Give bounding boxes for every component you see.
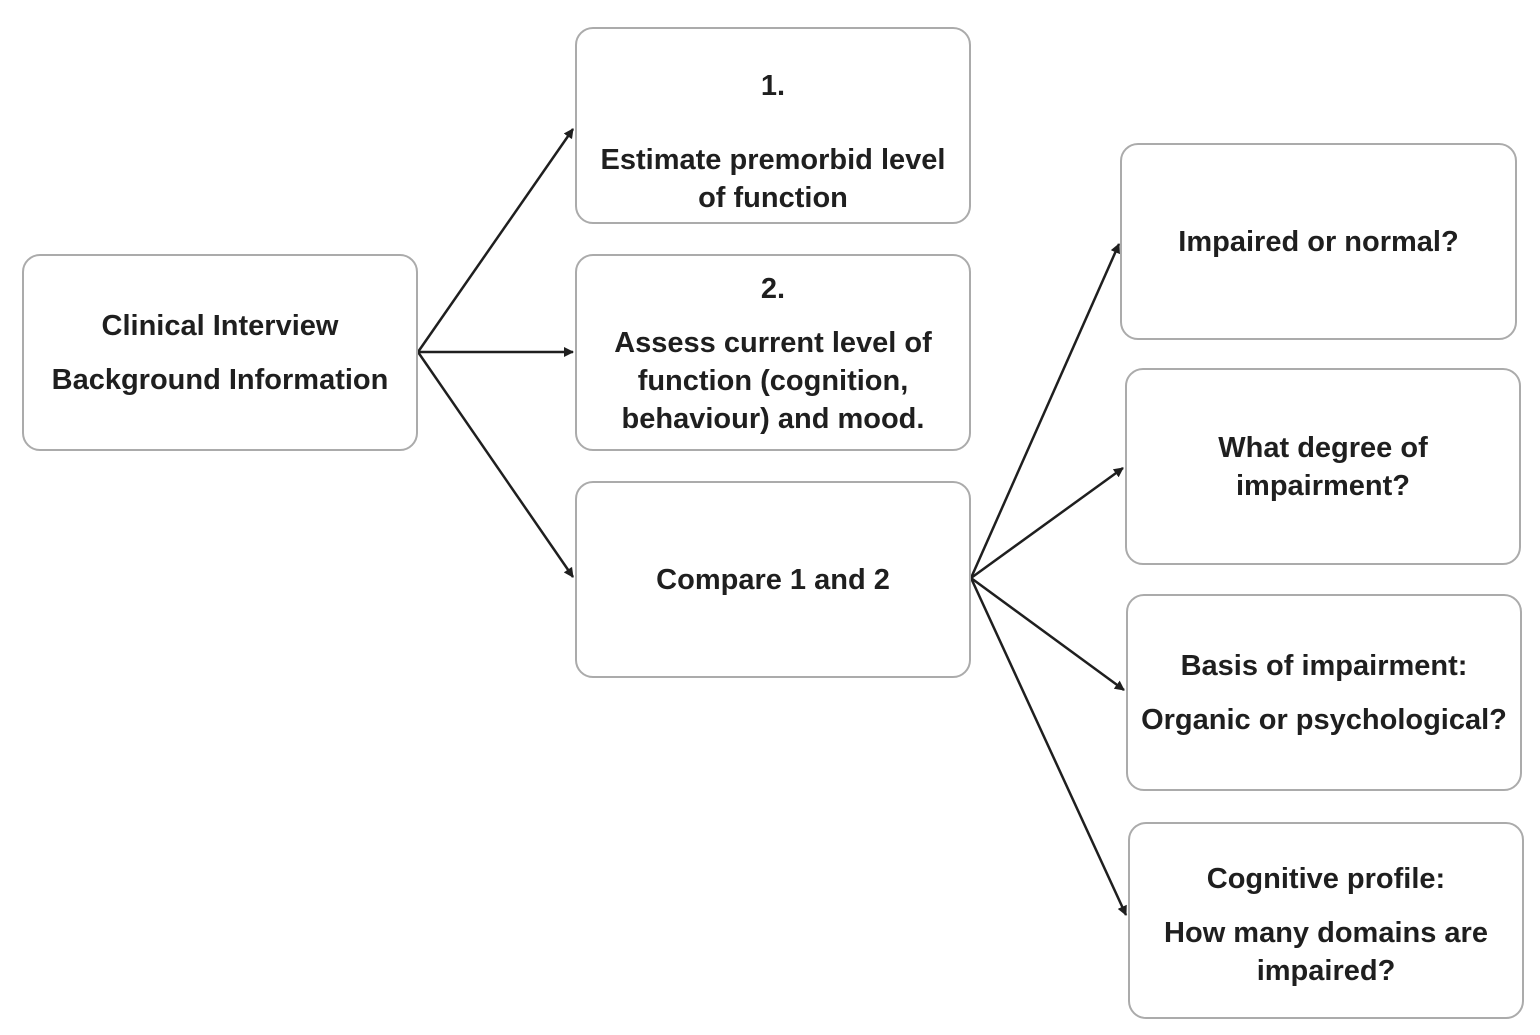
node-estimate-body: Estimate premorbid level of function (601, 141, 946, 217)
node-assess-number: 2. (760, 273, 786, 305)
node-assess-line2: function (cognition, (637, 365, 909, 397)
node-assess-current: 2. Assess current level of function (cog… (575, 254, 971, 451)
node-cognitive-profile: Cognitive profile: How many domains are … (1128, 822, 1524, 1019)
node-impaired-line1: Impaired or normal? (1178, 225, 1459, 258)
arrow-clinical-to-estimate (416, 128, 575, 353)
node-estimate-line1: Estimate premorbid level (600, 144, 946, 176)
node-compare-line1: Compare 1 and 2 (656, 563, 890, 596)
node-basis-of-impairment: Basis of impairment: Organic or psycholo… (1126, 594, 1522, 791)
node-assess-line3: behaviour) and mood. (621, 403, 925, 435)
node-estimate-premorbid: 1. Estimate premorbid level of function (575, 27, 971, 224)
node-estimate-number: 1. (760, 70, 786, 102)
arrow-compare-to-basis (970, 576, 1125, 692)
node-cognitive-line2: How many domains are (1164, 916, 1488, 949)
arrow-clinical-to-compare (416, 351, 575, 578)
node-compare: Compare 1 and 2 (575, 481, 971, 678)
node-cognitive-line1: Cognitive profile: (1206, 862, 1446, 895)
node-degree-of-impairment: What degree of impairment? (1125, 368, 1521, 565)
node-assess-line1: Assess current level of (614, 327, 932, 359)
arrow-compare-to-impaired (969, 243, 1121, 579)
node-cognitive-line3: impaired? (1256, 954, 1396, 987)
node-clinical-interview: Clinical Interview Background Informatio… (22, 254, 418, 451)
node-degree-line1: What degree of (1218, 431, 1428, 464)
node-clinical-line1: Clinical Interview (101, 309, 339, 342)
node-clinical-line2: Background Information (51, 363, 389, 396)
node-impaired-or-normal: Impaired or normal? (1120, 143, 1517, 340)
node-estimate-line2: of function (698, 182, 848, 214)
node-basis-line1: Basis of impairment: (1180, 649, 1468, 682)
arrow-compare-to-degree (970, 466, 1124, 580)
node-basis-line2: Organic or psychological? (1141, 703, 1507, 736)
node-degree-line2: impairment? (1235, 469, 1411, 502)
arrow-compare-to-cognitive (969, 577, 1128, 916)
